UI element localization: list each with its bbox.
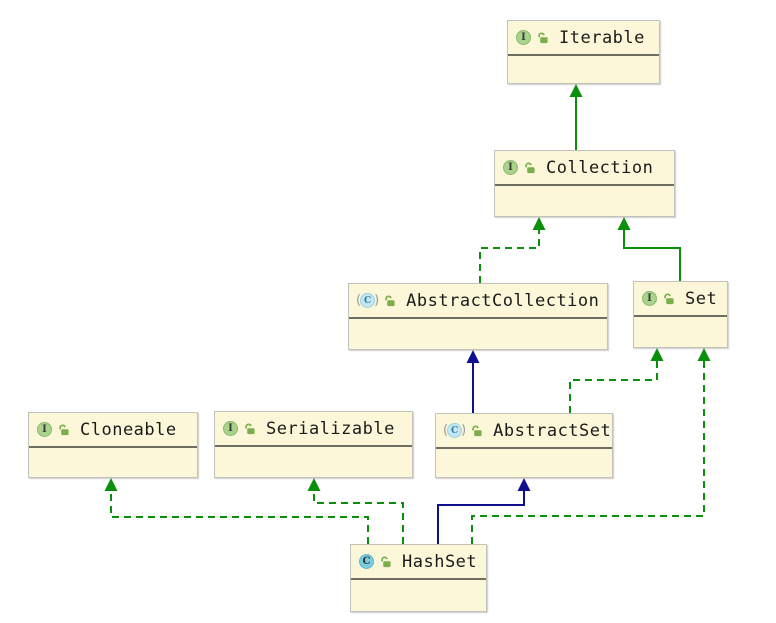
edge-hashset-extends-abstract-set	[437, 490, 525, 544]
class-node-body	[215, 447, 412, 477]
class-node-hashset[interactable]: C HashSet	[350, 544, 487, 612]
class-node-body	[495, 186, 674, 216]
arrowhead-hashset-implements-cloneable	[104, 478, 118, 491]
class-node-header: (C) AbstractSet	[436, 414, 612, 449]
edge-abstract-set-implements-set	[569, 360, 658, 413]
class-name-label: Cloneable	[80, 419, 177, 440]
class-node-abstract-collection[interactable]: (C) AbstractCollection	[348, 283, 608, 350]
class-node-collection[interactable]: I Collection	[494, 150, 675, 217]
class-icon: C	[359, 554, 374, 569]
unlocked-icon	[525, 162, 535, 174]
unlocked-icon	[385, 295, 395, 307]
edge-hashset-implements-set	[471, 360, 705, 544]
edge-abstract-collection-implements-collection	[479, 229, 540, 283]
class-node-serializable[interactable]: I Serializable	[214, 411, 413, 478]
class-node-body	[436, 449, 612, 477]
unlocked-icon	[59, 424, 69, 436]
class-node-body	[351, 580, 486, 611]
arrowhead-hashset-extends-abstract-set	[517, 478, 531, 491]
abstract-class-letter: C	[360, 293, 376, 308]
class-node-body	[29, 448, 197, 477]
icon-group: I	[223, 421, 256, 436]
class-node-body	[634, 317, 727, 347]
class-node-abstract-set[interactable]: (C) AbstractSet	[435, 413, 613, 478]
arrowhead-abstract-collection-implements-collection	[532, 217, 546, 230]
class-node-body	[508, 56, 659, 83]
icon-group: (C)	[443, 423, 483, 438]
class-node-body	[349, 319, 607, 349]
unlocked-icon	[538, 32, 548, 44]
unlocked-icon	[381, 556, 391, 568]
class-node-set[interactable]: I Set	[633, 281, 728, 348]
class-name-label: HashSet	[402, 551, 478, 572]
abstract-class-icon: (C)	[443, 423, 467, 438]
class-node-iterable[interactable]: I Iterable	[507, 20, 660, 84]
class-node-header: I Iterable	[508, 21, 659, 56]
abstract-class-letter: C	[447, 423, 463, 438]
unlocked-icon	[245, 423, 255, 435]
icon-group: I	[37, 422, 70, 437]
interface-icon: I	[642, 291, 657, 306]
interface-icon: I	[503, 160, 518, 175]
unlocked-icon	[472, 425, 482, 437]
class-name-label: Collection	[546, 157, 654, 178]
abstract-class-icon: (C)	[356, 293, 380, 308]
arrowhead-set-extends-collection	[617, 217, 631, 230]
icon-group: I	[642, 291, 675, 306]
class-name-label: AbstractSet	[493, 420, 612, 441]
class-name-label: Set	[685, 288, 718, 309]
icon-group: I	[516, 30, 549, 45]
icon-group: I	[503, 160, 536, 175]
edge-set-extends-collection	[623, 229, 681, 281]
arrowhead-collection-extends-iterable	[569, 84, 583, 97]
class-node-cloneable[interactable]: I Cloneable	[28, 412, 198, 478]
class-node-header: I Serializable	[215, 412, 412, 447]
unlocked-icon	[664, 293, 674, 305]
class-name-label: AbstractCollection	[406, 290, 600, 311]
class-node-header: C HashSet	[351, 545, 486, 580]
class-node-header: I Cloneable	[29, 413, 197, 448]
interface-icon: I	[223, 421, 238, 436]
edge-hashset-implements-cloneable	[110, 490, 369, 544]
class-node-header: (C) AbstractCollection	[349, 284, 607, 319]
icon-group: C	[359, 554, 392, 569]
class-node-header: I Set	[634, 282, 727, 317]
interface-icon: I	[516, 30, 531, 45]
edge-hashset-implements-serializable	[313, 490, 404, 544]
arrowhead-abstract-set-extends-abstract-collection	[466, 350, 480, 363]
interface-icon: I	[37, 422, 52, 437]
class-name-label: Iterable	[559, 27, 645, 48]
class-name-label: Serializable	[266, 418, 395, 439]
arrowhead-hashset-implements-set	[697, 348, 711, 361]
class-node-header: I Collection	[495, 151, 674, 186]
arrowhead-abstract-set-implements-set	[650, 348, 664, 361]
icon-group: (C)	[356, 293, 396, 308]
arrowhead-hashset-implements-serializable	[307, 478, 321, 491]
